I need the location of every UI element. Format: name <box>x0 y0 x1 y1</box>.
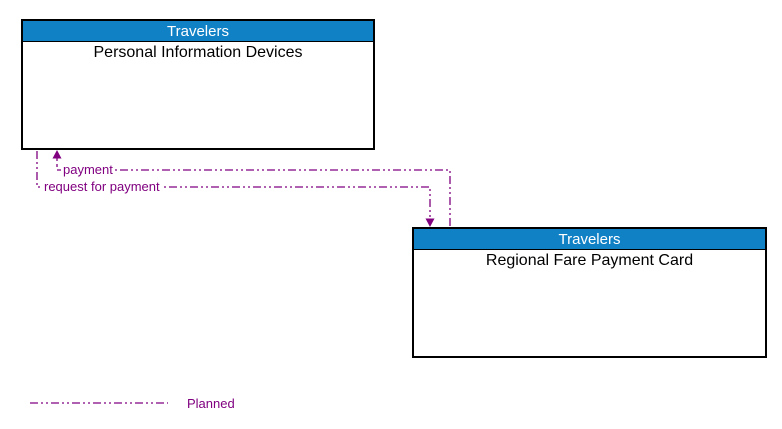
entity-header-travelers: Travelers <box>414 229 765 250</box>
entity-title-personal-information-devices: Personal Information Devices <box>93 44 303 61</box>
request-for-payment-arrowhead-down-icon <box>425 218 435 227</box>
entity-box-personal-information-devices[interactable]: Travelers Personal Information Devices <box>21 19 375 150</box>
entity-header-travelers: Travelers <box>23 21 373 42</box>
payment-arrowhead-up-icon <box>52 150 62 159</box>
legend-label-planned: Planned <box>187 396 235 411</box>
entity-title-regional-fare-payment-card: Regional Fare Payment Card <box>485 252 694 269</box>
flow-label-payment[interactable]: payment <box>61 162 115 177</box>
flow-label-request-for-payment[interactable]: request for payment <box>42 179 162 194</box>
entity-box-regional-fare-payment-card[interactable]: Travelers Regional Fare Payment Card <box>412 227 767 358</box>
